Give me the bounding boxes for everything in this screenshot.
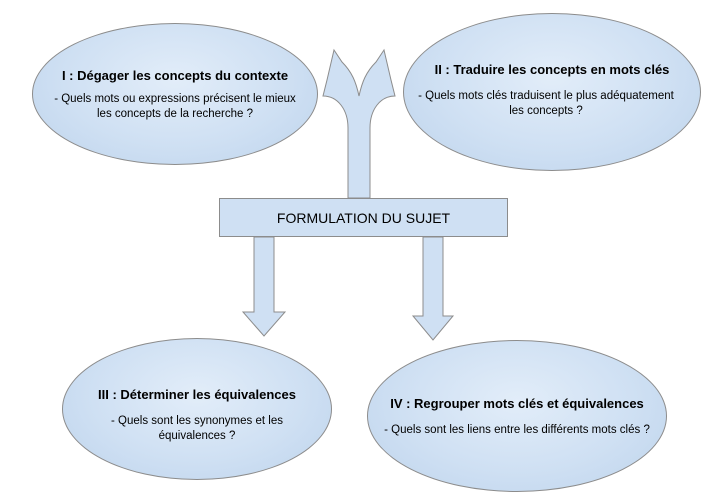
node-question-line: - Quels sont les liens entre les différe… bbox=[384, 424, 650, 436]
node-question: - Quels mots ou expressions précisent le… bbox=[41, 92, 309, 122]
node-title: I : Dégager les concepts du contexte bbox=[61, 68, 289, 83]
node-question-line: - Quels mots clés traduisent le plus adé… bbox=[418, 90, 674, 102]
fork-arrow-up bbox=[322, 48, 396, 199]
center-label: FORMULATION DU SUJET bbox=[276, 209, 451, 226]
node-traduire-concepts: II : Traduire les concepts en mots clés … bbox=[403, 13, 701, 171]
node-question-line: équivalences ? bbox=[158, 430, 236, 442]
node-question: - Quels mots clés traduisent le plus adé… bbox=[404, 89, 688, 119]
node-title: II : Traduire les concepts en mots clés bbox=[434, 62, 670, 77]
node-déterminer-équivalences: III : Déterminer les équivalences - Quel… bbox=[62, 338, 332, 480]
arrow-down-left bbox=[241, 236, 287, 337]
node-question-line: les concepts ? bbox=[509, 105, 583, 117]
node-question: - Quels sont les liens entre les différe… bbox=[368, 423, 666, 438]
node-question-line: - Quels mots ou expressions précisent le… bbox=[54, 93, 296, 105]
node-title: IV : Regrouper mots clés et équivalences bbox=[390, 396, 644, 411]
node-regrouper-mots-clés: IV : Regrouper mots clés et équivalences… bbox=[367, 340, 667, 492]
node-title: III : Déterminer les équivalences bbox=[98, 387, 296, 402]
node-question-line: les concepts de la recherche ? bbox=[97, 108, 253, 120]
node-dégager-concepts: I : Dégager les concepts du contexte - Q… bbox=[32, 23, 318, 165]
arrow-down-right bbox=[411, 236, 455, 341]
node-question: - Quels sont les synonymes et les équiva… bbox=[73, 414, 321, 444]
node-question-line: - Quels sont les synonymes et les bbox=[111, 415, 283, 427]
center-box-formulation: FORMULATION DU SUJET bbox=[219, 198, 508, 237]
